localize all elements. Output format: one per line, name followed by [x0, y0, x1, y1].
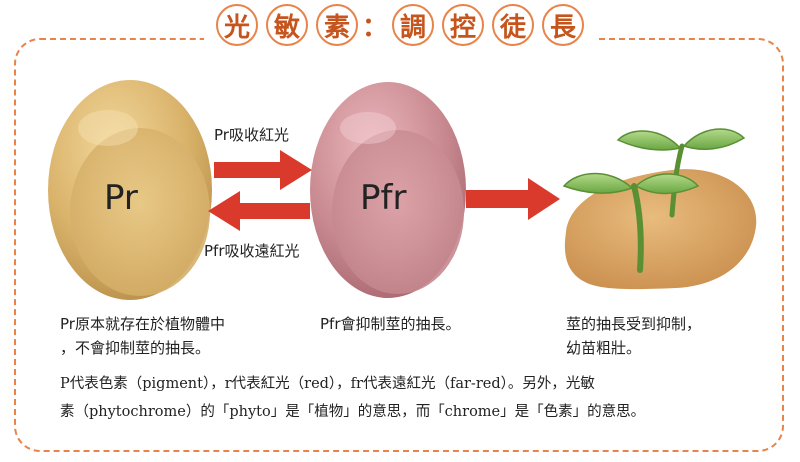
title-bar: 光 敏 素 ： 調 控 徒 長	[0, 4, 800, 46]
title-char-4: 調	[392, 4, 434, 46]
pr-caption-line-2: ，不會抑制莖的抽長。	[60, 339, 211, 357]
seedling-illustration	[562, 128, 757, 290]
pr-caption-line-1: Pr原本就存在於植物體中	[60, 315, 225, 333]
footnote-line-2: 素（phytochrome）的「phyto」是「植物」的意思，而「chrome」…	[60, 404, 646, 420]
plant-caption: 莖的抽長受到抑制， 幼苗粗壯。	[566, 312, 766, 360]
pr-caption: Pr原本就存在於植物體中 ，不會抑制莖的抽長。	[60, 312, 300, 360]
backward-arrow	[208, 191, 310, 231]
footnote-line-1: P代表色素（pigment），r代表紅光（red），fr代表遠紅光（far-re…	[60, 376, 595, 392]
plant-caption-line-2: 幼苗粗壯。	[566, 339, 642, 357]
pr-seed	[48, 80, 212, 300]
footnote: P代表色素（pigment），r代表紅光（red），fr代表遠紅光（far-re…	[60, 370, 750, 426]
effect-arrow	[466, 178, 560, 220]
title-char-7: 長	[542, 4, 584, 46]
pfr-seed	[310, 82, 466, 298]
pfr-caption-line-1: Pfr會抑制莖的抽長。	[320, 315, 461, 333]
pr-label: Pr	[104, 178, 138, 218]
pfr-label: Pfr	[360, 178, 407, 218]
plant-caption-line-1: 莖的抽長受到抑制，	[566, 315, 702, 333]
title-colon: ：	[362, 12, 389, 43]
forward-arrow-label: Pr吸收紅光	[214, 126, 289, 144]
title-char-1: 光	[216, 4, 258, 46]
title: 光 敏 素 ： 調 控 徒 長	[204, 4, 596, 46]
backward-arrow-label: Pfr吸收遠紅光	[204, 242, 300, 260]
title-char-5: 控	[442, 4, 484, 46]
title-char-6: 徒	[492, 4, 534, 46]
title-char-2: 敏	[266, 4, 308, 46]
pfr-caption: Pfr會抑制莖的抽長。	[320, 312, 520, 336]
forward-arrow	[214, 150, 312, 190]
title-char-3: 素	[316, 4, 358, 46]
